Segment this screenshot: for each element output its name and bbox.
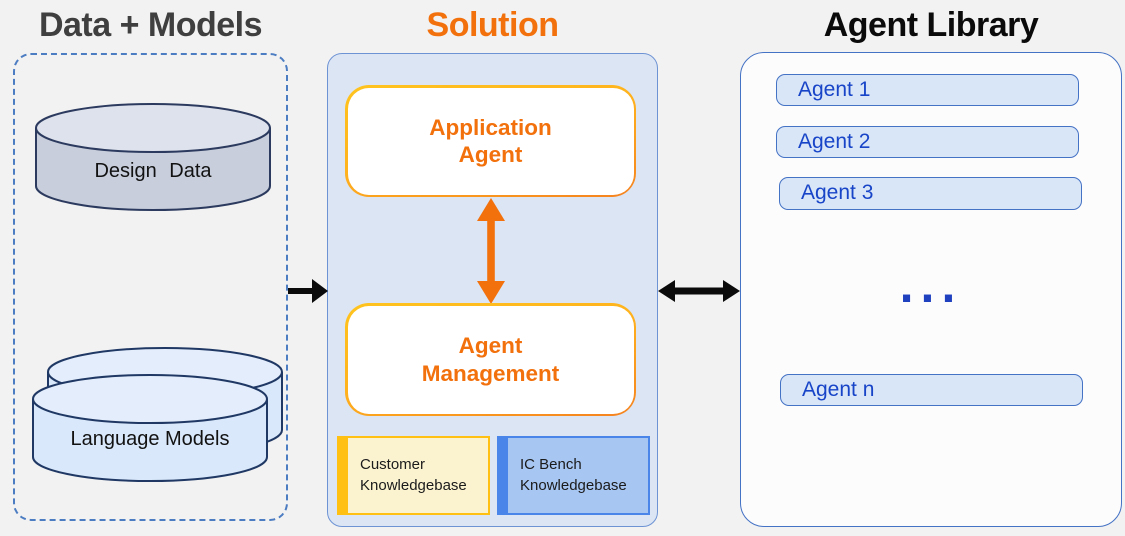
application-agent-label: Application Agent <box>429 114 552 167</box>
agent-1-item: Agent 1 <box>776 74 1079 106</box>
agent-management-label: Agent Management <box>421 333 560 386</box>
customer-knowledgebase-accent-bar <box>339 438 348 513</box>
solution-title: Solution <box>426 6 559 44</box>
language-models-label: Language Models <box>70 428 230 450</box>
icbench-knowledgebase-accent-bar <box>499 438 508 513</box>
design-data-label: Design Data <box>94 160 212 182</box>
data-models-title: Data + Models <box>38 6 263 44</box>
agent-n-item: Agent n <box>780 374 1083 406</box>
agent-management-box: Agent Management <box>345 303 636 416</box>
application-agent-box: Application Agent <box>345 85 636 197</box>
customer-knowledgebase-box: Customer Knowledgebase <box>337 436 490 515</box>
customer-knowledgebase-label: Customer Knowledgebase <box>360 456 467 494</box>
icbench-knowledgebase-label: IC Bench Knowledgebase <box>520 456 627 494</box>
design-data-cylinder-icon <box>35 103 271 211</box>
agent-2-item: Agent 2 <box>776 126 1079 158</box>
data-models-panel <box>13 53 288 521</box>
arrow-double-vertical-icon <box>477 198 505 304</box>
icbench-knowledgebase-box: IC Bench Knowledgebase <box>497 436 650 515</box>
arrow-right-icon <box>288 279 328 303</box>
language-models-cylinder-icon <box>32 347 283 482</box>
agent-3-item: Agent 3 <box>779 177 1082 210</box>
agent-list-ellipsis: ... <box>899 257 963 313</box>
arrow-double-horizontal-icon <box>658 280 740 302</box>
agent-library-title: Agent Library <box>823 6 1039 44</box>
